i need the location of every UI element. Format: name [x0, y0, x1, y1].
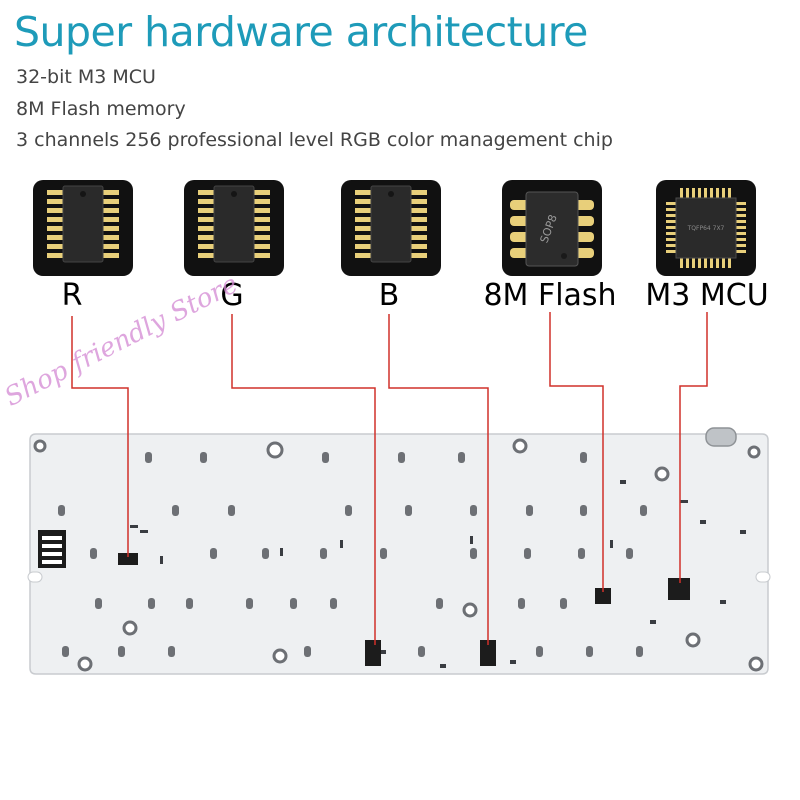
chip-label-g: G [220, 278, 244, 313]
tqfp-chip-icon: TQFP64 7X7 [666, 188, 746, 268]
chip-label-b: B [378, 278, 400, 313]
store-watermark: Shop friendly Store [0, 269, 243, 413]
chip-label-r: R [61, 278, 83, 313]
b-chip-tile [341, 180, 441, 276]
connector-block [38, 530, 66, 568]
board-chip-mcu [668, 578, 690, 600]
chip-label-mcu: M3 MCU [645, 278, 769, 313]
mounting-holes [33, 438, 764, 672]
feature-mcu: 32-bit M3 MCU [16, 66, 156, 88]
leader-line-r [71, 316, 129, 557]
ssop-chip-icon [47, 185, 119, 263]
ssop-chip-icon [355, 185, 427, 263]
leader-line-g [231, 314, 376, 645]
smd-components [130, 480, 746, 668]
page-title: Super hardware architecture [14, 8, 588, 56]
board-chip-g [365, 640, 381, 666]
sop8-chip-icon: SOP8 [510, 191, 594, 267]
switch-holes [58, 452, 647, 657]
leader-line-b [388, 314, 489, 645]
board-chip-flash [595, 588, 611, 604]
leader-lines [71, 312, 708, 645]
usb-c-connector [705, 427, 737, 447]
tqfp-marking: TQFP64 7X7 [687, 225, 725, 232]
ssop-chip-icon [198, 185, 270, 263]
board-chip-r [118, 553, 138, 565]
feature-flash: 8M Flash memory [16, 98, 186, 120]
r-chip-tile [33, 180, 133, 276]
g-chip-tile [184, 180, 284, 276]
flash-chip-tile: SOP8 [502, 180, 602, 276]
leader-line-flash [549, 312, 604, 592]
pcb-board [29, 433, 769, 675]
leader-line-mcu [679, 312, 708, 583]
board-chip-b [480, 640, 496, 666]
feature-rgb-chip: 3 channels 256 professional level RGB co… [16, 129, 613, 151]
chip-label-flash: 8M Flash [483, 278, 617, 313]
mcu-chip-tile: TQFP64 7X7 [656, 180, 756, 276]
